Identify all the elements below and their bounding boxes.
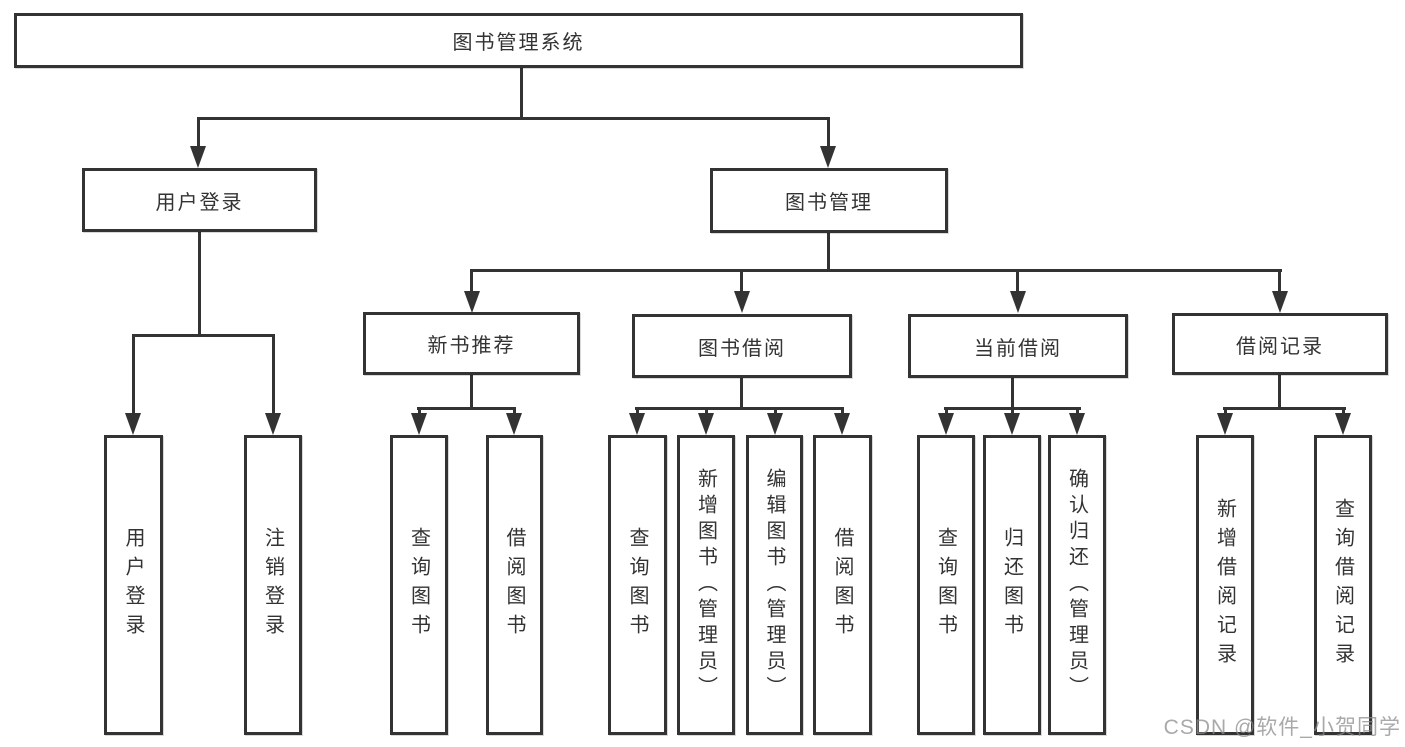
arrow-down-br-add [1217, 413, 1233, 435]
edge-level2-bus [197, 117, 830, 120]
edge-drop-rec-borrow [513, 409, 516, 415]
arrow-down-cb-return [1004, 413, 1020, 435]
edge-user-login-stem [198, 232, 201, 336]
leaf-bb-edit-book-admin: 编辑图书（管理员） [746, 435, 803, 735]
edge-drop-br-add [1224, 409, 1227, 415]
arrow-down-book-borrowing [734, 291, 750, 313]
arrow-down-bb-query [629, 413, 645, 435]
edge-new-book-rec-stem [470, 375, 473, 409]
leaf-logout: 注销登录 [244, 435, 302, 735]
arrow-down-rec-query [411, 413, 427, 435]
arrow-down-borrowing-records [1272, 291, 1288, 313]
edge-drop-user-login [197, 118, 200, 148]
arrow-down-current-borrowing [1010, 291, 1026, 313]
edge-current-borrowing-stem [1011, 378, 1014, 409]
leaf-cb-confirm-return-admin: 确认归还（管理员） [1048, 435, 1106, 735]
arrow-down-cb-query [938, 413, 954, 435]
node-new-book-recommendation: 新书推荐 [363, 312, 580, 375]
node-book-management: 图书管理 [710, 168, 948, 233]
edge-drop-current-borrowing [1016, 271, 1019, 293]
leaf-br-add-record: 新增借阅记录 [1196, 435, 1254, 735]
edge-level3-bus [470, 269, 1282, 272]
edge-user-login-bus [132, 334, 275, 337]
edge-drop-cb-query [945, 409, 948, 415]
edge-drop-new-book-rec [470, 271, 473, 293]
edge-drop-br-query [1342, 409, 1345, 415]
arrow-down-bb-add [698, 413, 714, 435]
edge-current-borrowing-bus [944, 407, 1081, 410]
edge-drop-borrowing-records [1278, 271, 1281, 293]
node-borrowing-records: 借阅记录 [1172, 313, 1388, 375]
arrow-down-bb-borrow [834, 413, 850, 435]
arrow-down-bb-edit [767, 413, 783, 435]
leaf-rec-query-book: 查询图书 [390, 435, 448, 735]
arrow-down-rec-borrow [506, 413, 522, 435]
arrow-down-br-query [1335, 413, 1351, 435]
edge-book-borrowing-bus [635, 407, 844, 410]
edge-new-book-rec-bus [417, 407, 516, 410]
arrow-down-book-management [820, 146, 836, 168]
leaf-bb-add-book-admin: 新增图书（管理员） [677, 435, 735, 735]
edge-drop-bb-borrow [841, 409, 844, 415]
edge-drop-bb-edit [774, 409, 777, 415]
node-user-login: 用户登录 [82, 168, 317, 232]
leaf-br-query-record: 查询借阅记录 [1314, 435, 1372, 735]
leaf-user-login: 用户登录 [104, 435, 163, 735]
leaf-cb-query-book: 查询图书 [917, 435, 975, 735]
arrow-down-leaf-user-login [125, 413, 141, 435]
edge-root-stem [520, 68, 523, 118]
arrow-down-leaf-logout [265, 413, 281, 435]
node-book-borrowing: 图书借阅 [632, 314, 852, 378]
leaf-cb-return-book: 归还图书 [983, 435, 1041, 735]
node-system-root: 图书管理系统 [14, 13, 1023, 68]
leaf-bb-borrow-book: 借阅图书 [813, 435, 872, 735]
arrow-down-user-login [190, 146, 206, 168]
edge-borrowing-records-stem [1278, 375, 1281, 409]
edge-drop-cb-confirm [1076, 409, 1079, 415]
leaf-rec-borrow-book: 借阅图书 [486, 435, 543, 735]
edge-book-management-stem [827, 233, 830, 271]
edge-drop-bb-add [705, 409, 708, 415]
edge-book-borrowing-stem [740, 378, 743, 409]
arrow-down-cb-confirm [1069, 413, 1085, 435]
edge-drop-bb-query [636, 409, 639, 415]
edge-drop-cb-return [1011, 409, 1014, 415]
edge-drop-leaf-user-login [132, 335, 135, 415]
edge-borrowing-records-bus [1223, 407, 1346, 410]
edge-drop-book-borrowing [740, 271, 743, 293]
edge-drop-leaf-logout [272, 335, 275, 415]
node-current-borrowing: 当前借阅 [908, 314, 1128, 378]
edge-drop-book-management [827, 118, 830, 148]
leaf-bb-query-book: 查询图书 [608, 435, 667, 735]
edge-drop-rec-query [418, 409, 421, 415]
arrow-down-new-book-rec [464, 291, 480, 313]
csdn-watermark: CSDN @软件_小贺同学 [1163, 716, 1401, 739]
